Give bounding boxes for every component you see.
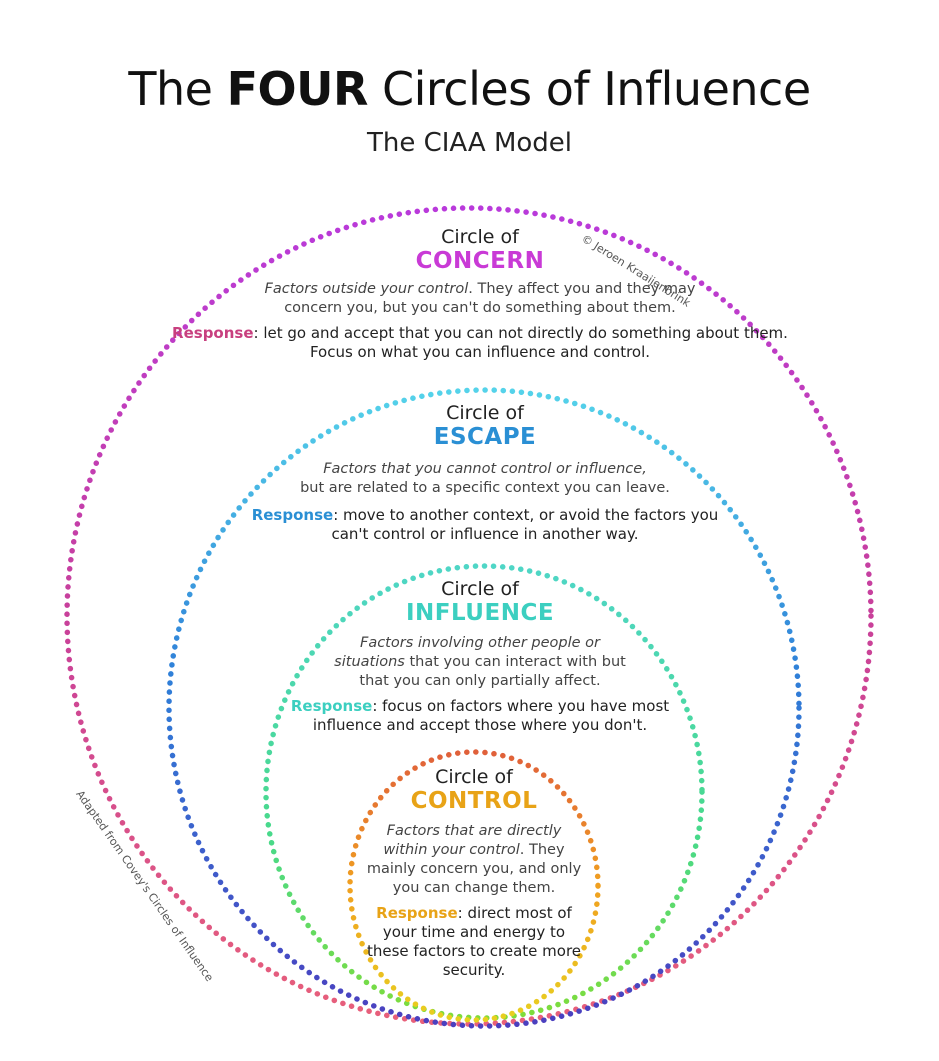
escape-response-text: : move to another context, or avoid the … [331, 506, 719, 543]
title-post: Circles of Influence [382, 62, 811, 116]
escape-response-label: Response [251, 506, 334, 524]
control-block: Circle of CONTROL Factors that are direc… [354, 766, 594, 980]
concern-circle-of: Circle of [441, 226, 519, 248]
control-circle-of: Circle of [435, 766, 513, 788]
influence-description: Factors involving other people or situat… [325, 634, 635, 691]
page-subtitle: The CIAA Model [366, 128, 573, 158]
escape-response: Response: move to another context, or av… [250, 506, 720, 544]
influence-circle-of: Circle of [441, 578, 519, 600]
page-title: The FOUR Circles of Influence [0, 62, 939, 116]
concern-desc-rest: . They affect you and they may concern y… [284, 281, 696, 316]
influence-desc-rest: that you can interact with but that you … [359, 654, 626, 689]
circle-control-ring [347, 749, 601, 1023]
escape-block: Circle of ESCAPE Factors that you cannot… [240, 402, 730, 544]
concern-response-label: Response [172, 324, 254, 342]
control-name: CONTROL [410, 788, 538, 814]
concern-desc-italic: Factors outside your control [264, 281, 469, 297]
concern-description: Factors outside your control. They affec… [260, 280, 700, 318]
control-desc-italic: Factors that are directly within your co… [383, 823, 562, 858]
escape-desc-rest: but are related to a specific context yo… [300, 480, 670, 496]
control-response-label: Response [376, 904, 458, 922]
influence-response: Response: focus on factors where you hav… [270, 697, 690, 735]
circle-concern-ring [64, 205, 874, 1027]
control-response-text: : direct most of your time and energy to… [366, 904, 582, 979]
escape-desc-italic: Factors that you cannot control or influ… [323, 461, 647, 477]
title-bold: FOUR [226, 62, 369, 116]
influence-desc-italic: Factors involving other people or situat… [334, 635, 601, 670]
concern-response-text: : let go and accept that you can not dir… [253, 324, 788, 361]
escape-circle-of: Circle of [446, 402, 524, 424]
concern-response: Response: let go and accept that you can… [170, 324, 790, 362]
influence-response-label: Response [290, 697, 373, 715]
title-pre: The [128, 62, 213, 116]
concern-block: Circle of CONCERN Factors outside your c… [170, 226, 790, 362]
influence-block: Circle of INFLUENCE Factors involving ot… [270, 578, 690, 735]
influence-name: INFLUENCE [405, 600, 555, 626]
control-description: Factors that are directly within your co… [364, 822, 584, 898]
concern-name: CONCERN [415, 248, 545, 274]
influence-response-text: : focus on factors where you have most i… [312, 697, 670, 734]
escape-name: ESCAPE [433, 424, 537, 450]
circle-escape-ring [166, 387, 802, 1029]
control-desc-rest: . They mainly concern you, and only you … [366, 842, 582, 896]
escape-description: Factors that you cannot control or influ… [265, 460, 705, 498]
control-response: Response: direct most of your time and e… [364, 904, 584, 980]
